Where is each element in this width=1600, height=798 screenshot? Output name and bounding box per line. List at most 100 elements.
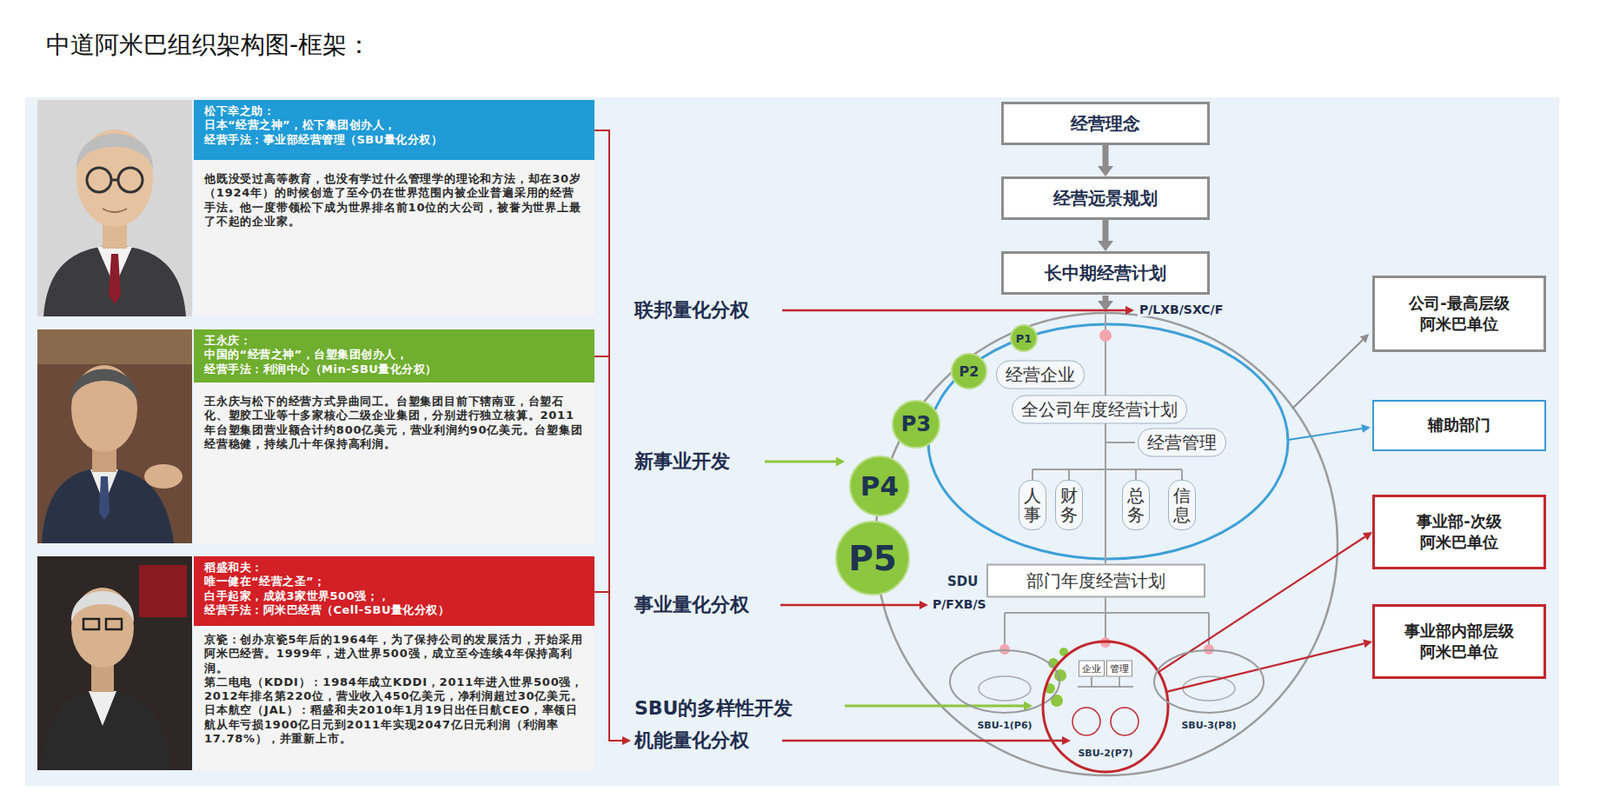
plan-pill: 经营企业 [995, 360, 1085, 390]
person-card: 王永庆：中国的“经营之神”，台塑集团创办人，经营手法：利润中心（Min-SBU量… [37, 329, 595, 544]
flow-arrow [764, 460, 837, 464]
card-body: 京瓷：创办京瓷5年后的1964年，为了保持公司的发展活力，开始采用阿米巴经营。1… [193, 625, 595, 771]
card-heading: 日本“经营之神”，松下集团创办人， [204, 118, 585, 133]
portrait-photo [37, 556, 193, 771]
sbu-circle: SBU-2(P7) 企业管理 [1040, 639, 1171, 774]
card-text: 他既没受过高等教育，也没有学过什么管理学的理论和方法，却在30岁（1924年）的… [204, 172, 585, 229]
node-dot [1099, 329, 1112, 342]
card-text: 京瓷：创办京瓷5年后的1964年，为了保持公司的发展活力，开始采用阿米巴经营。1… [204, 632, 585, 676]
bracket-line [594, 130, 623, 741]
function-pill: 财务 [1055, 479, 1083, 531]
vertical-text: 信息 [1173, 485, 1191, 525]
phase-number: P3 [901, 411, 931, 437]
flow-arrow [782, 309, 1126, 313]
process-box: 经营远景规划 [1001, 176, 1210, 220]
vertical-text: 财务 [1060, 485, 1078, 525]
box-text: 经营理念 [1070, 112, 1141, 136]
portrait-photo [71, 369, 138, 403]
strategy-label: 联邦量化分权 [634, 297, 750, 324]
plan-text: 部门年度经营计划 [1026, 570, 1166, 591]
card-header: 松下幸之助：日本“经营之神”，松下集团创办人，经营手法：事业部经营管理（SBU量… [193, 99, 595, 160]
strategy-label: 事业量化分权 [634, 591, 750, 618]
box-text: 经营远景规划 [1053, 186, 1158, 211]
phase-number: P5 [848, 538, 897, 578]
portrait-photo [86, 167, 143, 193]
portrait-photo [106, 618, 122, 630]
pill-text: 经营企业 [1005, 364, 1076, 386]
node-dot [999, 643, 1010, 655]
bracket-line [594, 130, 623, 741]
sbu-label: SBU-2(P7) [1040, 747, 1171, 759]
portrait-photo [144, 464, 183, 489]
box-text: 长中期经营计划 [1044, 261, 1167, 286]
level-box: 事业部内部层级 阿米巴单位 [1372, 604, 1547, 679]
card-header: 稻盛和夫：唯一健在“经营之圣”；白手起家，成就3家世界500强；，经营手法：阿米… [193, 556, 595, 626]
card-heading: 稻盛和夫： [204, 560, 585, 575]
portrait-photo [41, 689, 173, 771]
function-pill: 人事 [1018, 479, 1047, 531]
portrait-photo [99, 476, 110, 520]
sbu-inner [1110, 707, 1139, 736]
phase-circle: P4 [849, 455, 910, 517]
portrait-photo [111, 179, 119, 182]
tree-line [1208, 612, 1210, 649]
portrait-photo [37, 329, 193, 365]
bracket-line [594, 355, 610, 358]
vertical-text: 人事 [1023, 485, 1042, 525]
company-ellipse [928, 324, 1288, 559]
sbu-inner [1072, 707, 1101, 736]
portrait-photo [83, 618, 122, 630]
flow-arrow [1102, 295, 1109, 301]
node-dot [999, 329, 1215, 655]
card-header: 王永庆：中国的“经营之神”，台塑集团创办人，经营手法：利润中心（Min-SBU量… [193, 329, 595, 383]
portrait-photo [108, 253, 121, 305]
process-box: 经营理念 [1001, 101, 1210, 146]
company-ellipse [928, 324, 1288, 559]
card-text: 日本航空（JAL）：稻盛和夫2010年1月19日出任日航CEO，率领日航从年亏损… [204, 703, 585, 746]
level-text: 事业部内部层级 阿米巴单位 [1387, 620, 1532, 664]
unit-text: 管理 [1109, 663, 1129, 675]
unit-box: 管理 [1106, 660, 1133, 678]
card-heading: 经营手法：事业部经营管理（SBU量化分权） [204, 132, 585, 147]
pill-text: 全公司年度经营计划 [1021, 398, 1178, 420]
function-pill: 总务 [1121, 479, 1150, 531]
sbu-label: SBU-3(P8) [1151, 719, 1267, 731]
flow-arrow [764, 295, 1126, 741]
flow-arrow [844, 704, 1024, 708]
phase-number: P4 [860, 470, 899, 502]
process-box: 长中期经营计划 [1001, 251, 1210, 295]
sbu-inner [978, 676, 1031, 701]
strategy-label: SBU的多样性开发 [634, 695, 793, 722]
sbu-inner [1077, 685, 1134, 688]
panel [25, 97, 1560, 786]
card-heading: 经营手法：阿米巴经营（Cell-SBU量化分权） [204, 603, 585, 618]
portrait-photo [37, 99, 193, 317]
level-text: 事业部-次级 阿米巴单位 [1387, 511, 1532, 554]
level-box: 辅助部门 [1372, 399, 1547, 452]
sbu-outline [1154, 650, 1264, 713]
portrait-photo [43, 245, 186, 317]
phase-circle: P5 [835, 520, 910, 596]
card-heading: 王永庆： [204, 333, 585, 348]
bracket-line [594, 590, 610, 593]
sbu-inner [1118, 676, 1121, 687]
level-box: 事业部-次级 阿米巴单位 [1372, 494, 1547, 570]
flow-arrow [780, 604, 920, 607]
code-label: P/FXB/S [930, 597, 989, 611]
card-heading: 松下幸之助： [204, 104, 585, 119]
card-text: 第二电电（KDDI）：1984年成立KDDI，2011年进入世界500强，201… [204, 675, 585, 704]
level-box: 公司-最高层级 阿米巴单位 [1372, 275, 1547, 352]
sbu-ellipse: SBU-3(P8) [1151, 648, 1267, 734]
sbu-inner [1182, 676, 1235, 701]
unit-box: 企业 [1078, 660, 1105, 678]
portrait-photo [88, 690, 117, 726]
portrait-photo [37, 329, 193, 544]
person-card: 松下幸之助：日本“经营之神”，松下集团创办人，经营手法：事业部经营管理（SBU量… [37, 99, 595, 317]
leader-line [1292, 339, 1363, 409]
strategy-label: 机能量化分权 [634, 727, 750, 754]
card-text: 王永庆与松下的经营方式异曲同工。台塑集团目前下辖南亚，台塑石化、塑胶工业等十多家… [204, 394, 585, 452]
flow-arrow [782, 739, 1063, 743]
portrait-photo [76, 133, 153, 170]
card-body: 他既没受过高等教育，也没有学过什么管理学的理论和方法，却在30岁（1924年）的… [193, 159, 595, 317]
